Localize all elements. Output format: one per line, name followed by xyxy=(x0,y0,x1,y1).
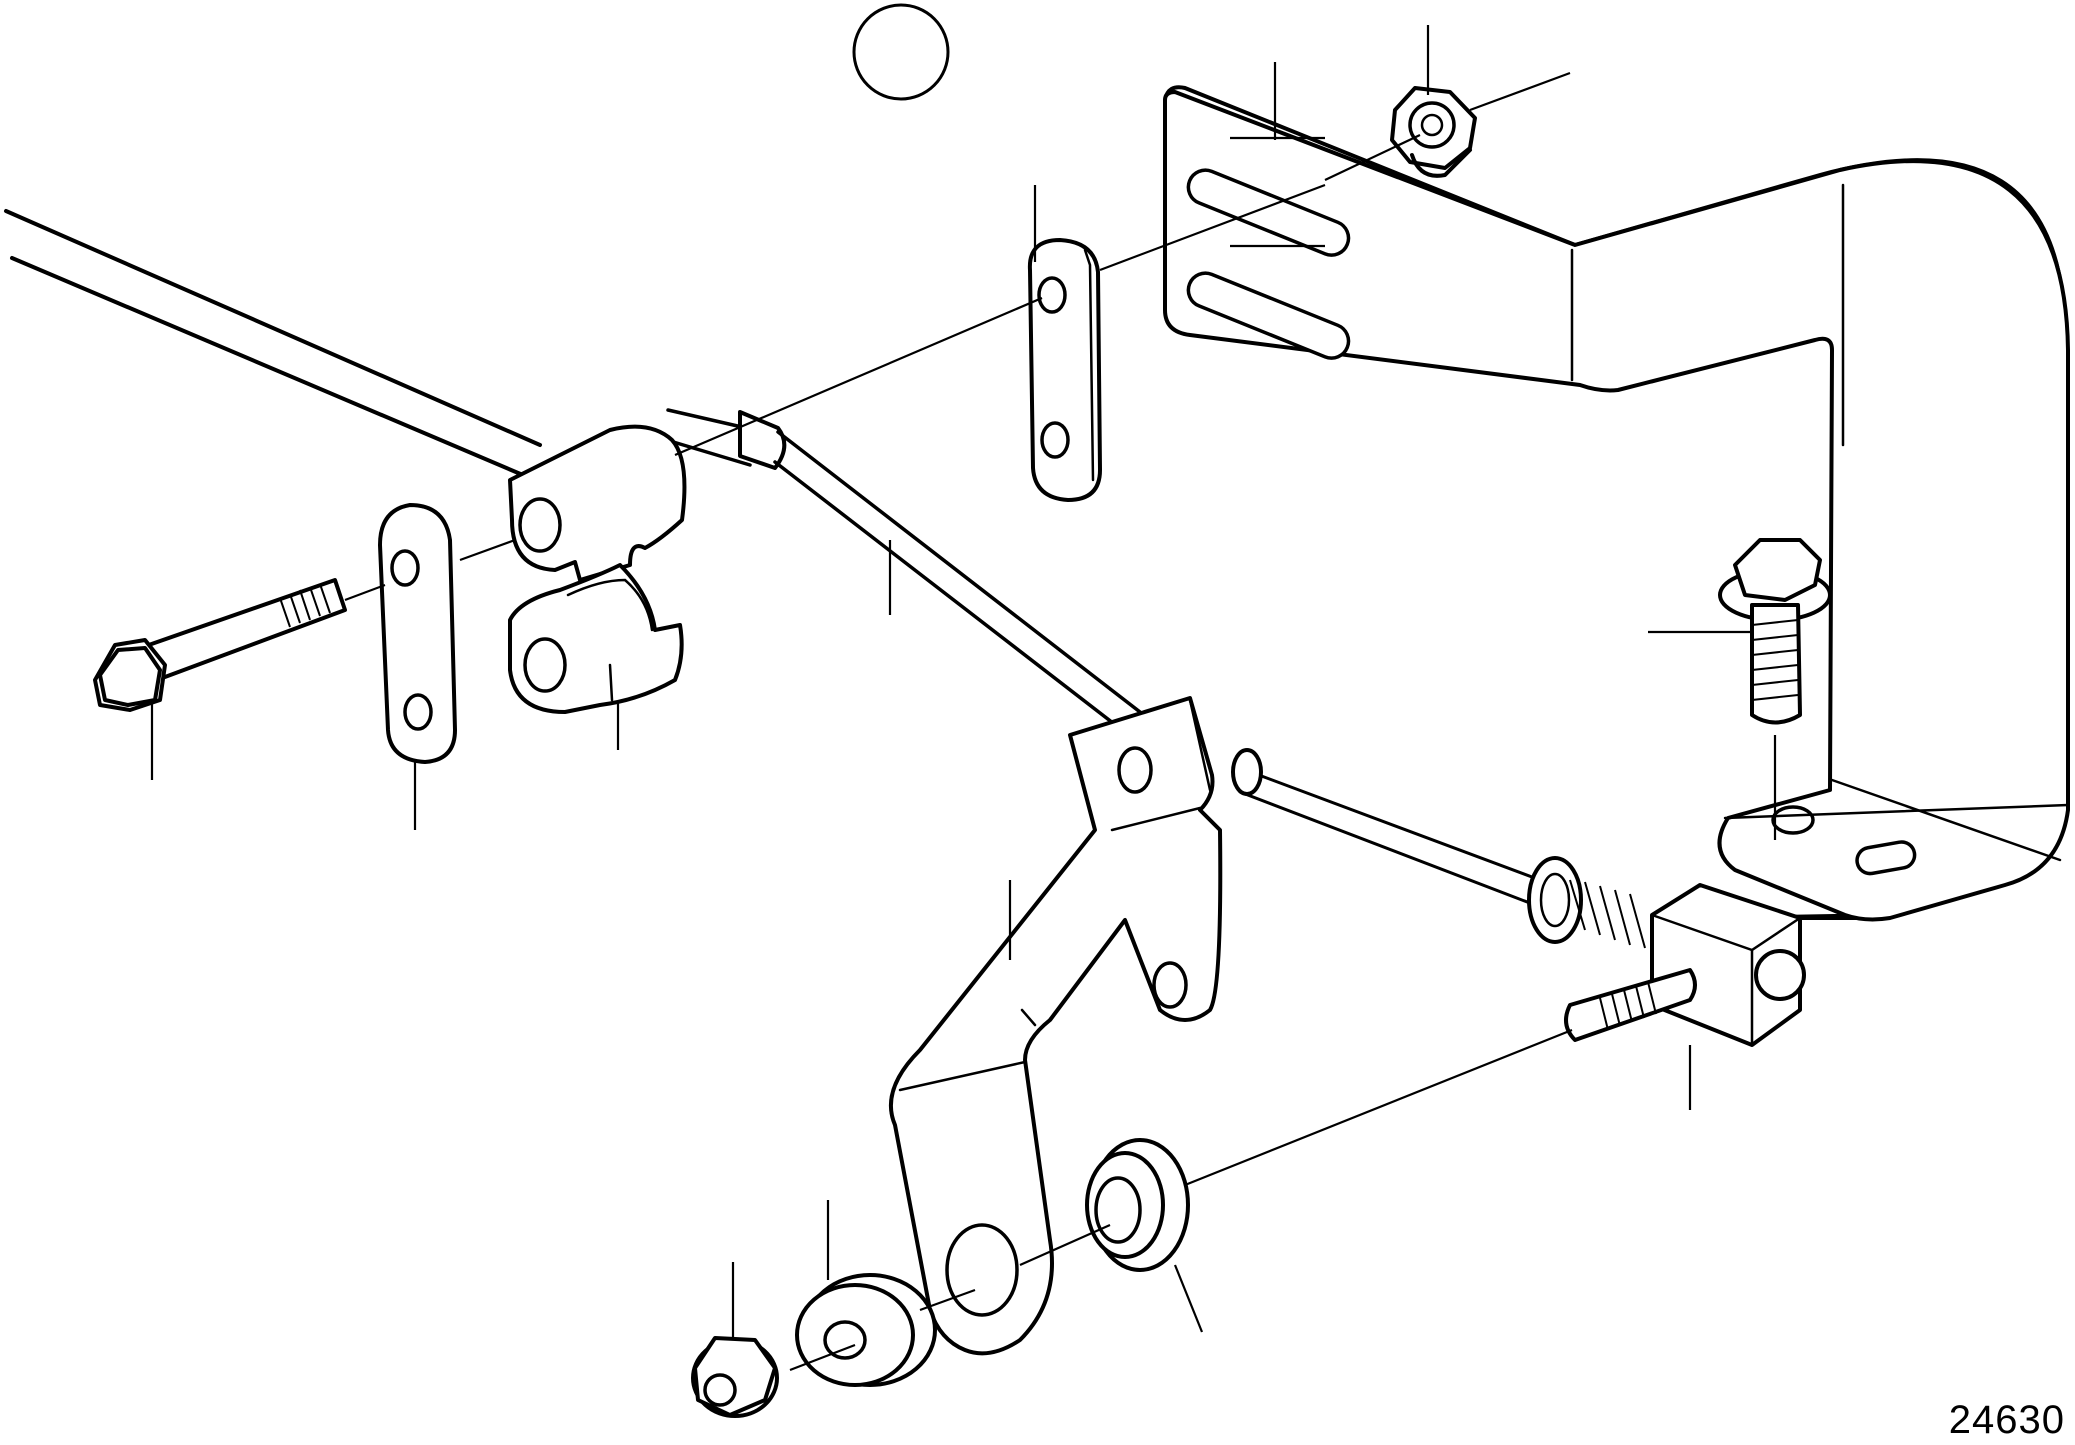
bracket-slot-upper xyxy=(1186,168,1351,257)
bushing xyxy=(1085,1138,1190,1272)
flange-bolt xyxy=(1718,538,1832,725)
figure-number: 24630 xyxy=(1948,1398,2065,1442)
flange-nut-bottom xyxy=(691,1336,779,1418)
cable-sleeve xyxy=(738,410,787,470)
cable-clamp xyxy=(508,424,687,714)
adjuster-block xyxy=(1650,883,1806,1047)
reference-leaders xyxy=(150,25,1750,1340)
threaded-stud xyxy=(1564,968,1697,1042)
cable-end-ferrule xyxy=(1231,748,1263,796)
flange-nut-top xyxy=(1390,86,1477,178)
mounting-bracket xyxy=(1163,85,2070,922)
link-plate-upper xyxy=(1027,238,1102,502)
washer xyxy=(795,1273,937,1387)
control-cable xyxy=(4,209,1542,907)
bracket-hole-left xyxy=(1771,805,1815,835)
spring-assembly xyxy=(1527,856,1646,949)
bracket-slot-bottom xyxy=(1855,840,1917,876)
callout-circle xyxy=(852,3,950,101)
link-plate-left xyxy=(378,503,457,764)
bracket-slot-lower xyxy=(1186,271,1351,360)
long-bolt xyxy=(93,578,347,712)
assembly-axis-lines xyxy=(344,134,1777,1372)
